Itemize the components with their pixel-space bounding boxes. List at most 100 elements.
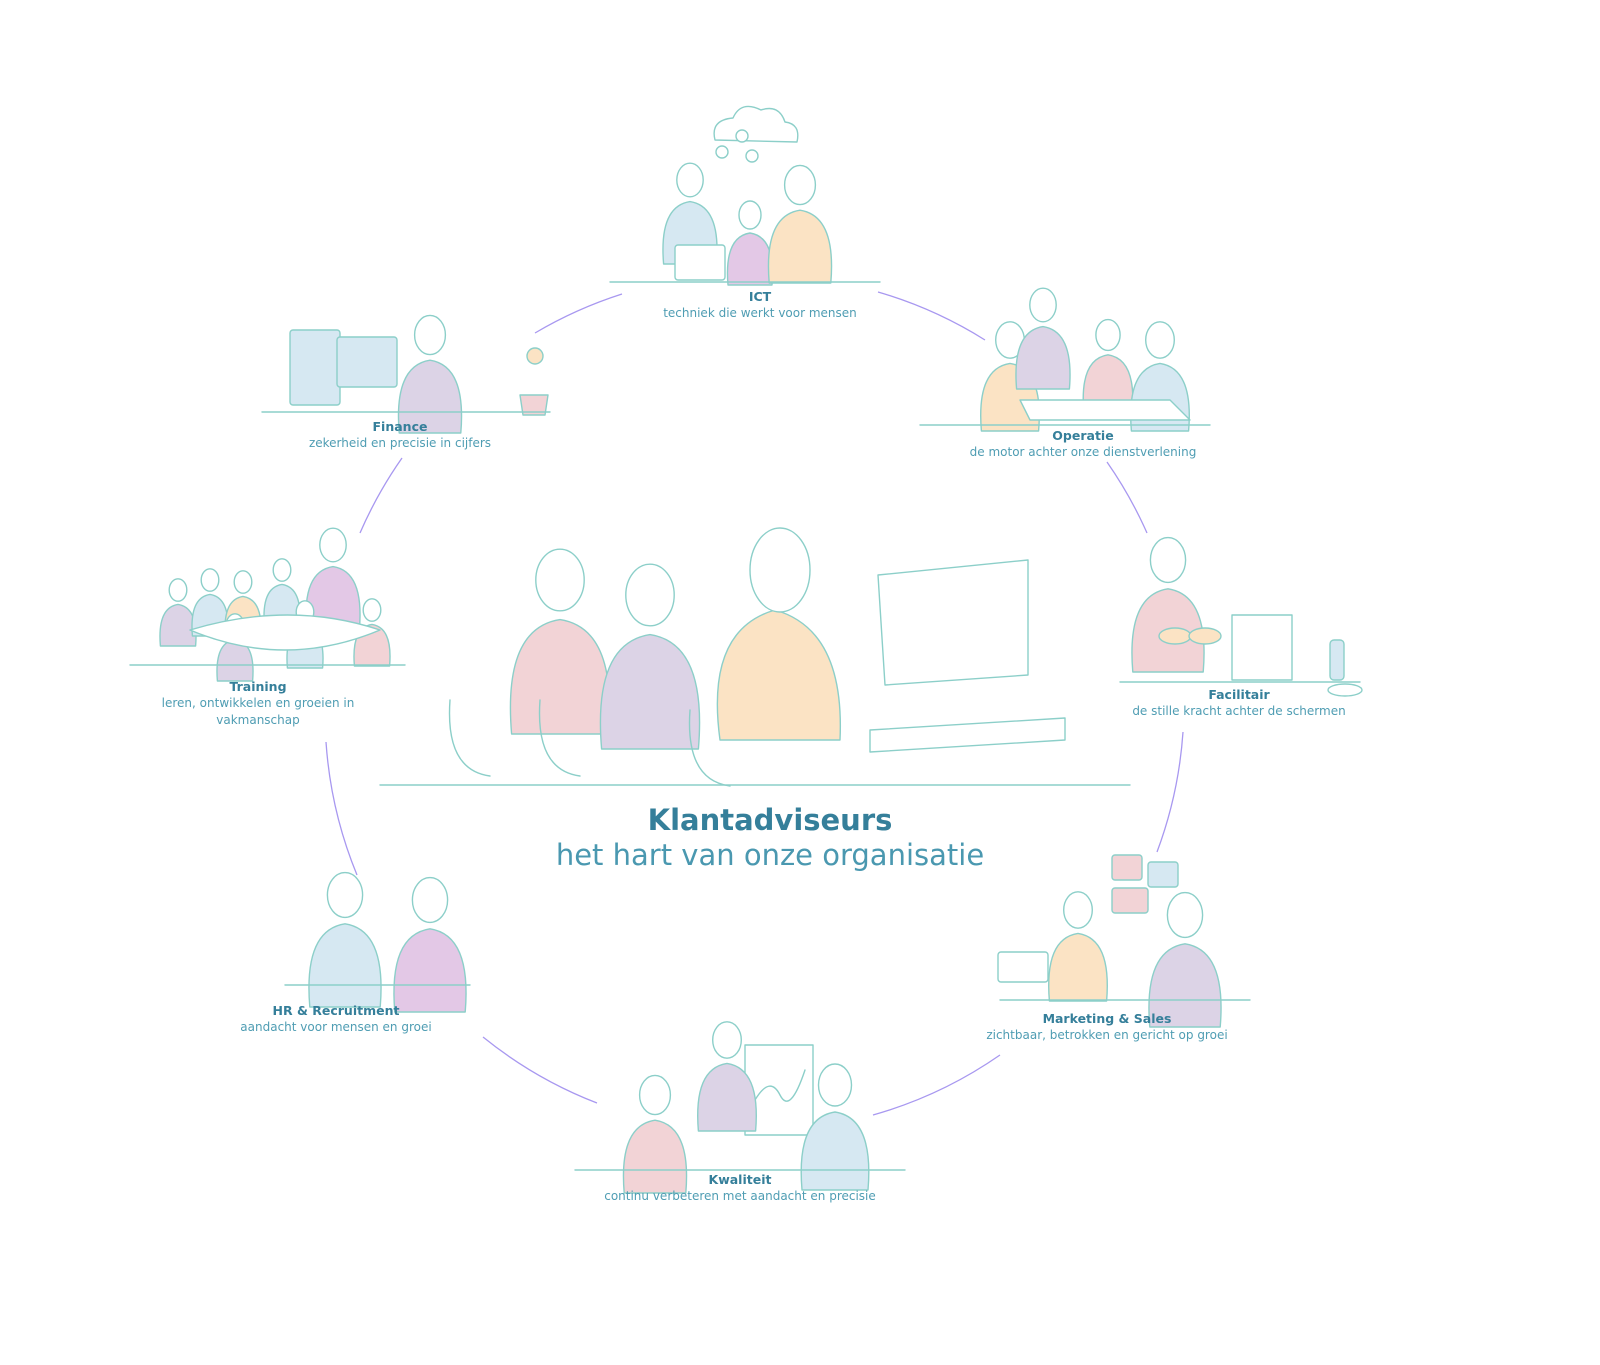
person-head-sketch — [413, 314, 447, 356]
ring-arc — [325, 741, 358, 876]
chair-sketch — [448, 699, 731, 787]
center-subtitle: het hart van onze organisatie — [555, 838, 985, 872]
node-title: HR & Recruitment — [272, 1003, 400, 1018]
table-sketch — [1019, 399, 1191, 421]
bottle-icon — [1329, 639, 1345, 681]
person-head-sketch — [233, 570, 253, 594]
person-head-sketch — [1166, 891, 1204, 939]
node-title: Marketing & Sales — [1042, 1011, 1172, 1026]
person-head-sketch — [1029, 287, 1057, 323]
person-head-sketch — [817, 1063, 853, 1107]
person-head-sketch — [712, 1021, 743, 1059]
monitor-sketch — [674, 244, 726, 281]
monitor-sketch — [997, 951, 1049, 983]
node-finance: Finance zekerheid en precisie in cijfers — [270, 418, 530, 452]
gear-icon — [735, 129, 749, 143]
ring-arc — [872, 1054, 1001, 1116]
node-title: Kwaliteit — [708, 1172, 772, 1187]
person-body-sketch — [1130, 362, 1190, 432]
burger-icon — [1188, 627, 1222, 645]
person-body-sketch — [509, 618, 611, 735]
meeting-table-sketch — [189, 614, 381, 651]
computer-monitor — [877, 559, 1029, 686]
bowl-icon — [1327, 683, 1363, 697]
euro-coin-icon — [526, 347, 544, 365]
center-title: Klantadviseurs — [647, 803, 893, 837]
node-subtitle: de motor achter onze dienstverlening — [969, 445, 1197, 459]
node-subtitle: zekerheid en precisie in cijfers — [308, 436, 492, 450]
node-title: Facilitair — [1208, 687, 1270, 702]
agent-body-sketch — [716, 609, 842, 741]
person-body-sketch — [1048, 932, 1108, 1002]
person-body-sketch — [726, 232, 774, 286]
burger-icon — [1158, 627, 1192, 645]
person-head-sketch — [783, 164, 817, 206]
node-subtitle: aandacht voor mensen en groei — [240, 1020, 432, 1034]
person-body-sketch — [1148, 943, 1222, 1028]
center-heading: Klantadviseurs het hart van onze organis… — [556, 802, 984, 872]
person-body-sketch — [305, 565, 361, 630]
node-subtitle: de stille kracht achter de schermen — [1132, 704, 1346, 718]
node-title: Operatie — [1052, 428, 1114, 443]
heart-bubble-icon — [1111, 854, 1143, 881]
person-body-sketch — [1015, 325, 1071, 390]
gear-icon — [745, 149, 759, 163]
ring-arc — [1156, 731, 1184, 853]
node-title: ICT — [748, 289, 772, 304]
keyboard-sketch — [869, 717, 1066, 753]
person-head-sketch — [1062, 891, 1093, 929]
plant-pot-icon — [519, 394, 549, 416]
ring-arc — [1106, 461, 1148, 534]
node-kwaliteit: Kwaliteit continu verbeteren met aandach… — [580, 1171, 900, 1205]
person-head-sketch — [1144, 321, 1175, 359]
person-head-sketch — [738, 200, 762, 230]
node-training: Training leren, ontwikkelen en groeien i… — [151, 678, 366, 729]
person-head-sketch — [638, 1074, 672, 1116]
node-operatie: Operatie de motor achter onze dienstverl… — [933, 427, 1233, 461]
node-subtitle: zichtbaar, betrokken en gericht op groei — [986, 1028, 1228, 1042]
node-hr-recruitment: HR & Recruitment aandacht voor mensen en… — [206, 1002, 466, 1036]
person-body-sketch — [393, 928, 467, 1013]
person-head-sketch — [272, 558, 292, 582]
node-subtitle: leren, ontwikkelen en groeien in vakmans… — [161, 696, 355, 727]
person-body-sketch — [622, 1119, 688, 1194]
person-body-sketch — [397, 359, 463, 434]
node-facilitair: Facilitair de stille kracht achter de sc… — [1099, 686, 1379, 720]
node-subtitle: continu verbeteren met aandacht en preci… — [604, 1189, 876, 1203]
person-body-sketch — [308, 923, 382, 1008]
ring-arc — [359, 457, 403, 534]
node-title: Finance — [372, 419, 428, 434]
person-head-sketch — [168, 578, 188, 602]
person-head-sketch — [200, 568, 220, 592]
person-head-sketch — [625, 563, 675, 627]
thumbs-up-bubble-icon — [1147, 861, 1179, 888]
node-marketing-sales: Marketing & Sales zichtbaar, betrokken e… — [957, 1010, 1257, 1044]
agent-head-sketch — [749, 527, 811, 613]
person-head-sketch — [362, 598, 382, 622]
monitor-sketch — [289, 329, 341, 406]
node-ict: ICT techniek die werkt voor mensen — [630, 288, 890, 322]
person-head-sketch — [1149, 536, 1187, 584]
node-title: Training — [229, 679, 287, 694]
people-bubble-icon — [1111, 887, 1149, 914]
person-head-sketch — [319, 527, 347, 563]
person-head-sketch — [326, 871, 364, 919]
node-subtitle: techniek die werkt voor mensen — [663, 306, 857, 320]
cloud-icon — [713, 105, 799, 143]
person-head-sketch — [411, 876, 449, 924]
person-head-sketch — [535, 548, 585, 612]
ring-arc — [482, 1036, 598, 1104]
person-body-sketch — [697, 1062, 757, 1132]
person-head-sketch — [1095, 318, 1121, 352]
person-body-sketch — [159, 603, 197, 647]
person-body-sketch — [767, 209, 833, 284]
person-head-sketch — [676, 162, 704, 198]
ring-arc — [877, 291, 986, 341]
ring-arc — [534, 293, 623, 334]
chart-line-sketch — [754, 1069, 806, 1102]
shopping-bag-icon — [1231, 614, 1293, 681]
monitor-sketch — [336, 336, 398, 388]
person-body-sketch — [599, 633, 701, 750]
connecting-ring — [325, 291, 1184, 1116]
